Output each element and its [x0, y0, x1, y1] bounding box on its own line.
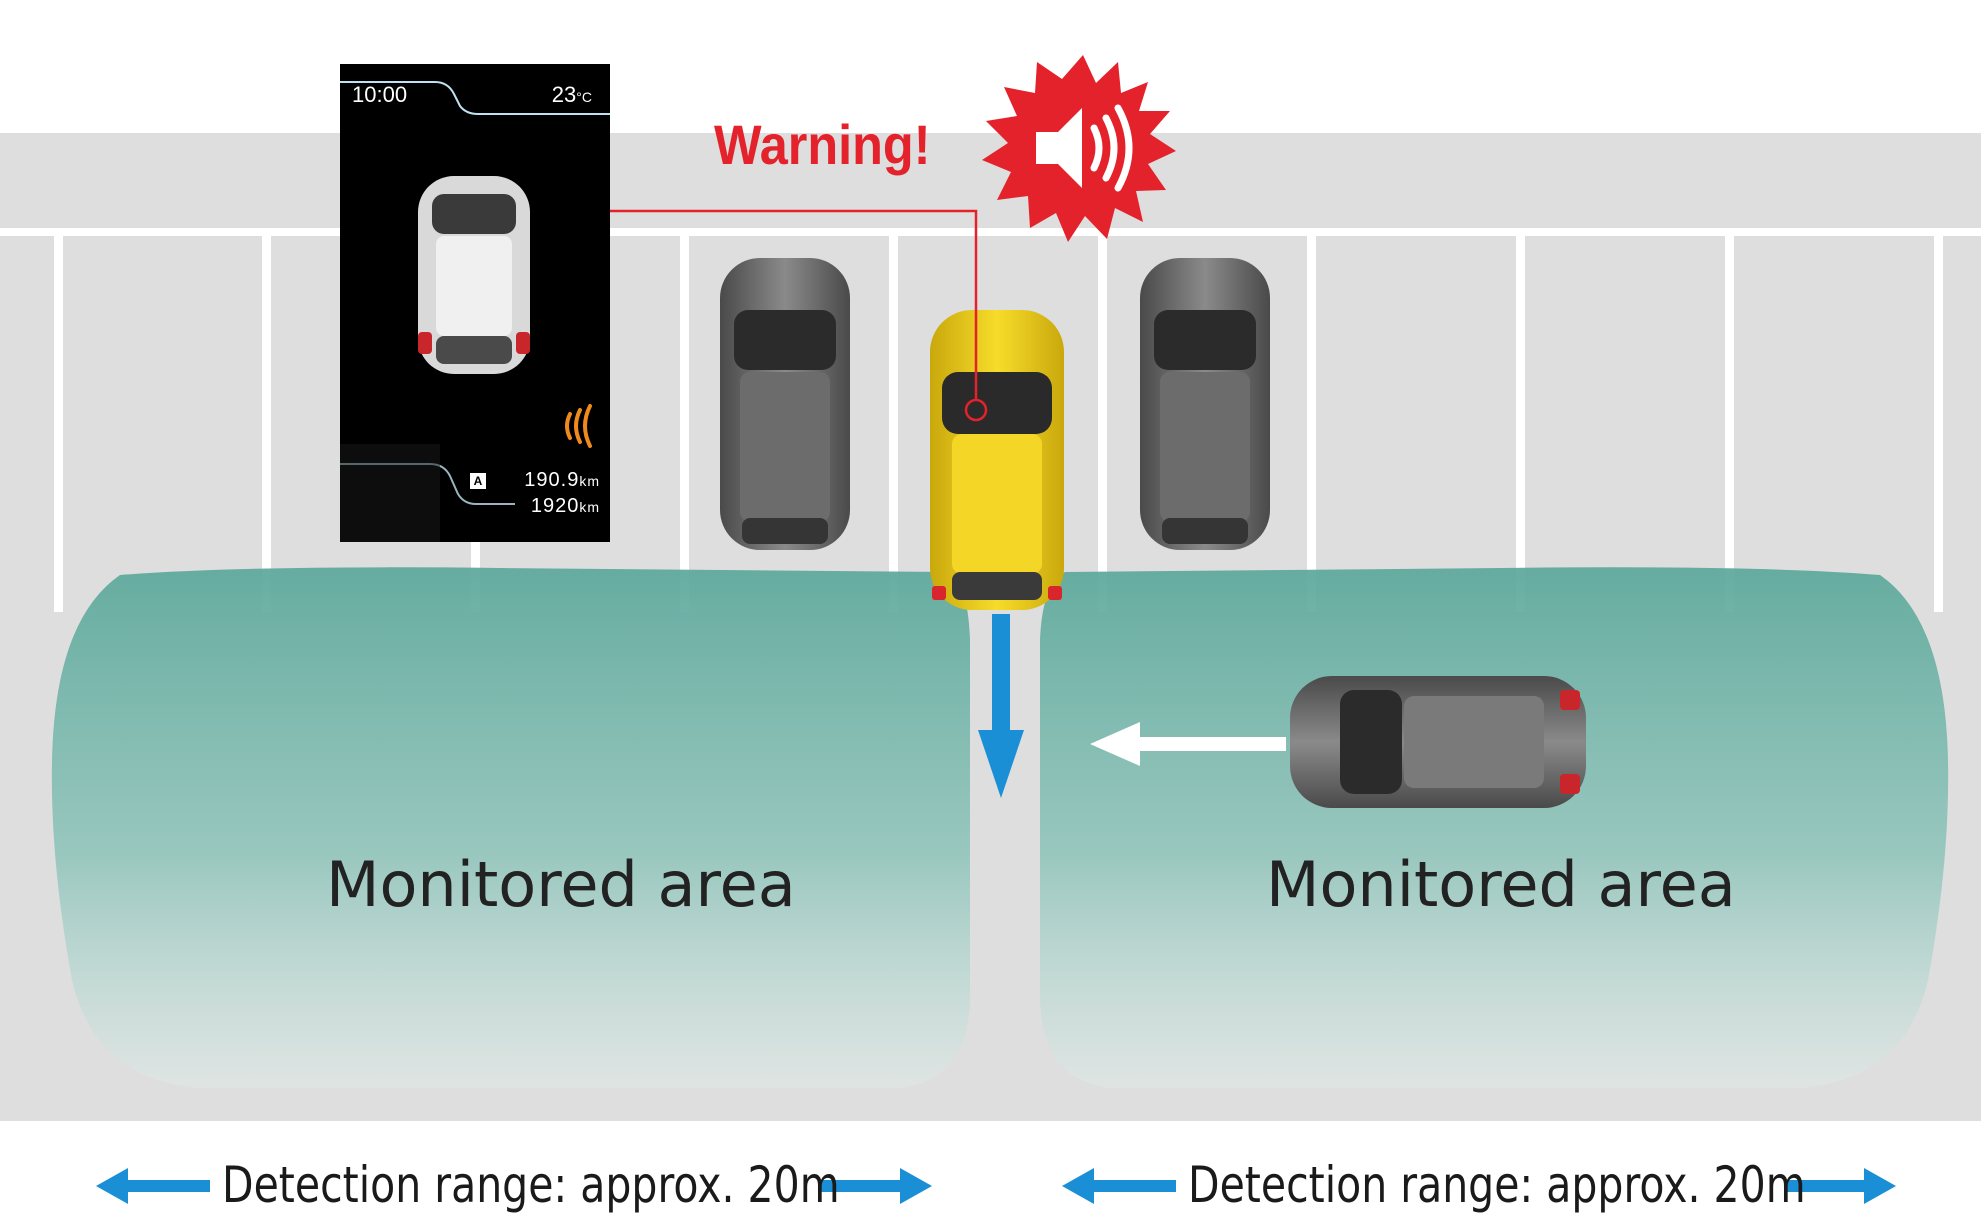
warning-text: Warning! [714, 113, 931, 176]
detection-range-label-right: Detection range: approx. 20m [1188, 1156, 1806, 1214]
cluster-frame-lines [340, 81, 610, 542]
own-car-yellow [930, 310, 1064, 610]
clock-readout: 10:00 [352, 82, 408, 107]
callout-line [610, 209, 988, 422]
monitored-area-label-right: Monitored area [1266, 848, 1736, 921]
parked-car-left [720, 258, 850, 550]
crossing-traffic-arrow [1090, 722, 1286, 766]
odometer-readout: 1920km [530, 495, 600, 517]
cluster-car-icon [418, 176, 530, 374]
trip-badge: A [470, 473, 486, 489]
curb-strip [0, 228, 1981, 236]
instrument-cluster-display: 10:00 23°C A 190.9km 1920km [340, 64, 610, 542]
monitored-zone-left [51, 567, 971, 1088]
approaching-car [1290, 676, 1586, 808]
sensor-wave-icon [565, 404, 592, 448]
warning-burst [982, 55, 1176, 242]
range-arrows-left [96, 1168, 932, 1204]
parked-car-right [1140, 258, 1270, 550]
reverse-arrow [978, 614, 1024, 798]
detection-range-label-left: Detection range: approx. 20m [222, 1156, 840, 1214]
temperature-readout: 23°C [551, 82, 592, 107]
speaker-sound-icon [1036, 104, 1133, 192]
range-arrows-right [1062, 1168, 1896, 1204]
trip-distance-readout: 190.9km [524, 469, 600, 491]
monitored-area-label-left: Monitored area [326, 848, 796, 921]
monitored-zone-right [1040, 567, 1949, 1088]
